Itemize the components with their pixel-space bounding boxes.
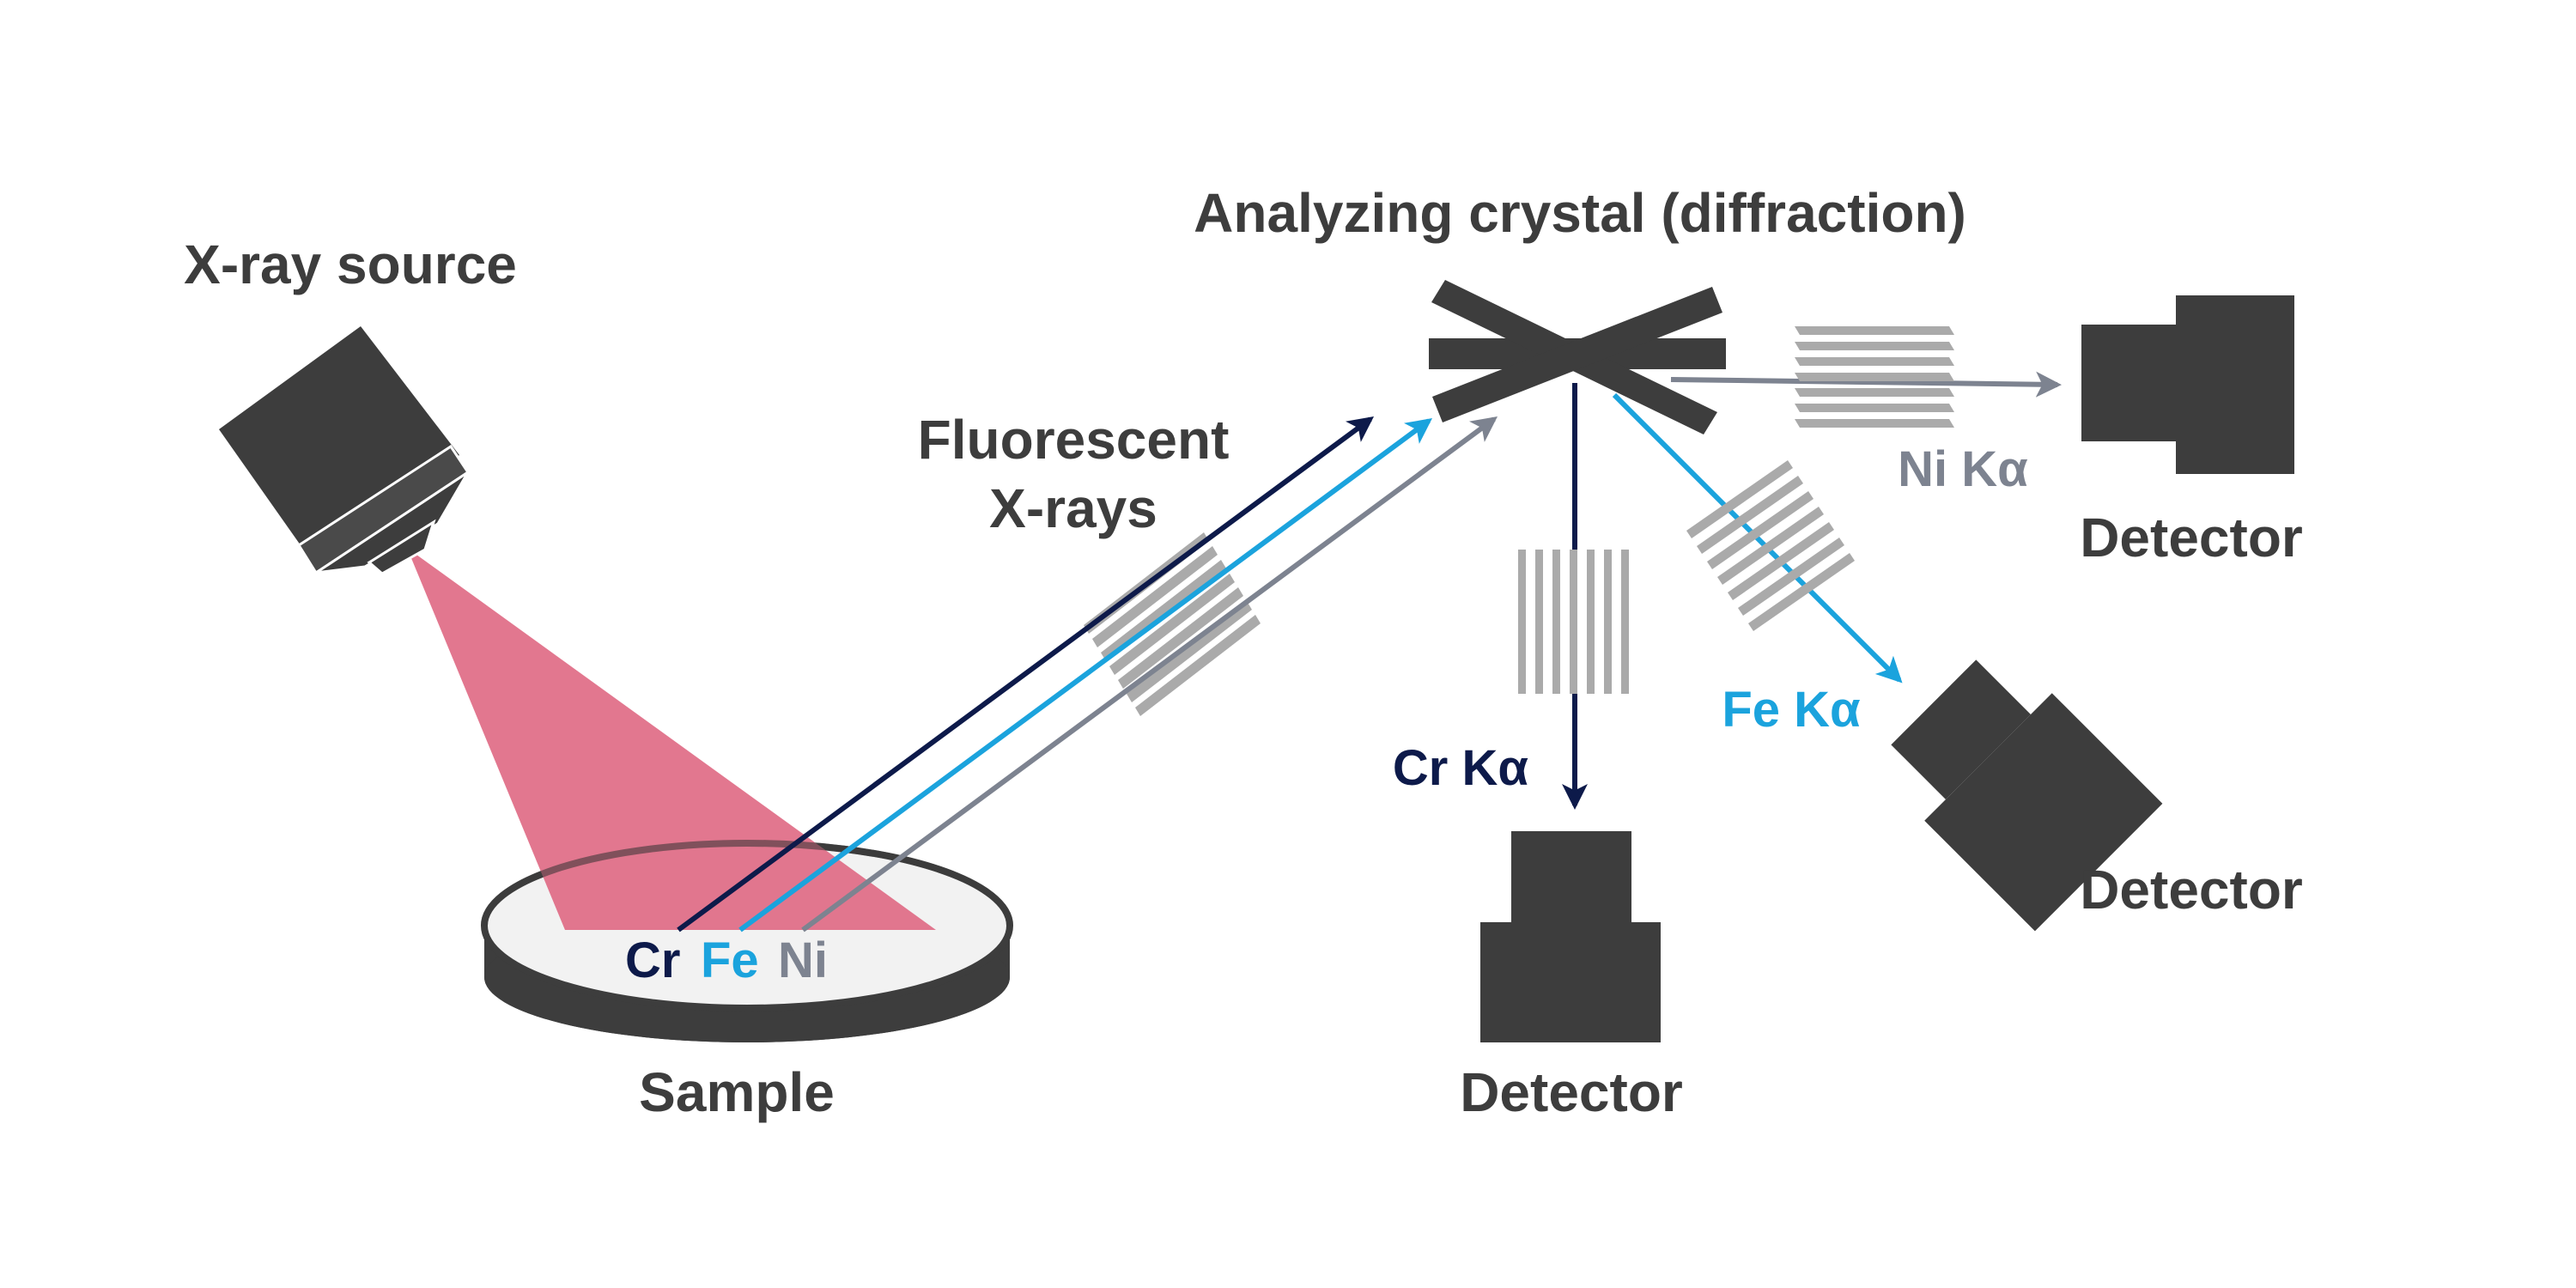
fluorescent-wave-packets: [1084, 532, 1261, 716]
label-xrays: X-rays: [989, 477, 1157, 539]
label-detector-fe: Detector: [2080, 859, 2303, 920]
xray-source: [219, 326, 471, 575]
label-element-ni: Ni: [778, 933, 828, 988]
detector-cr-body: [1480, 831, 1661, 1042]
label-xray-source: X-ray source: [184, 234, 517, 295]
label-sample: Sample: [639, 1061, 835, 1123]
label-cr-ka: Cr Kα: [1393, 740, 1528, 796]
label-fe-ka: Fe Kα: [1722, 682, 1861, 738]
detector-ni-body: [2081, 295, 2294, 474]
wave-packet-ni: [1795, 326, 1954, 428]
analyzing-crystal: [1429, 280, 1726, 434]
ray-cr-incident: [677, 416, 1375, 933]
label-analyzing-crystal: Analyzing crystal (diffraction): [1194, 182, 1966, 244]
label-fluorescent: Fluorescent: [918, 409, 1230, 471]
xray-beam: [407, 548, 936, 930]
label-element-fe: Fe: [701, 933, 759, 988]
label-detector-ni: Detector: [2080, 507, 2303, 568]
ray-ni-diffracted: [1670, 371, 2062, 398]
detector-fe-body: [1891, 659, 2163, 932]
label-ni-ka: Ni Kα: [1898, 441, 2028, 497]
label-detector-cr: Detector: [1460, 1061, 1683, 1123]
sample-disc-rim: [481, 840, 1013, 927]
label-element-cr: Cr: [625, 933, 680, 988]
wave-packet-fe: [1686, 460, 1855, 631]
wave-packet-cr: [1518, 550, 1629, 694]
ray-ni-incident: [801, 416, 1498, 933]
ray-fe-incident: [738, 418, 1433, 933]
